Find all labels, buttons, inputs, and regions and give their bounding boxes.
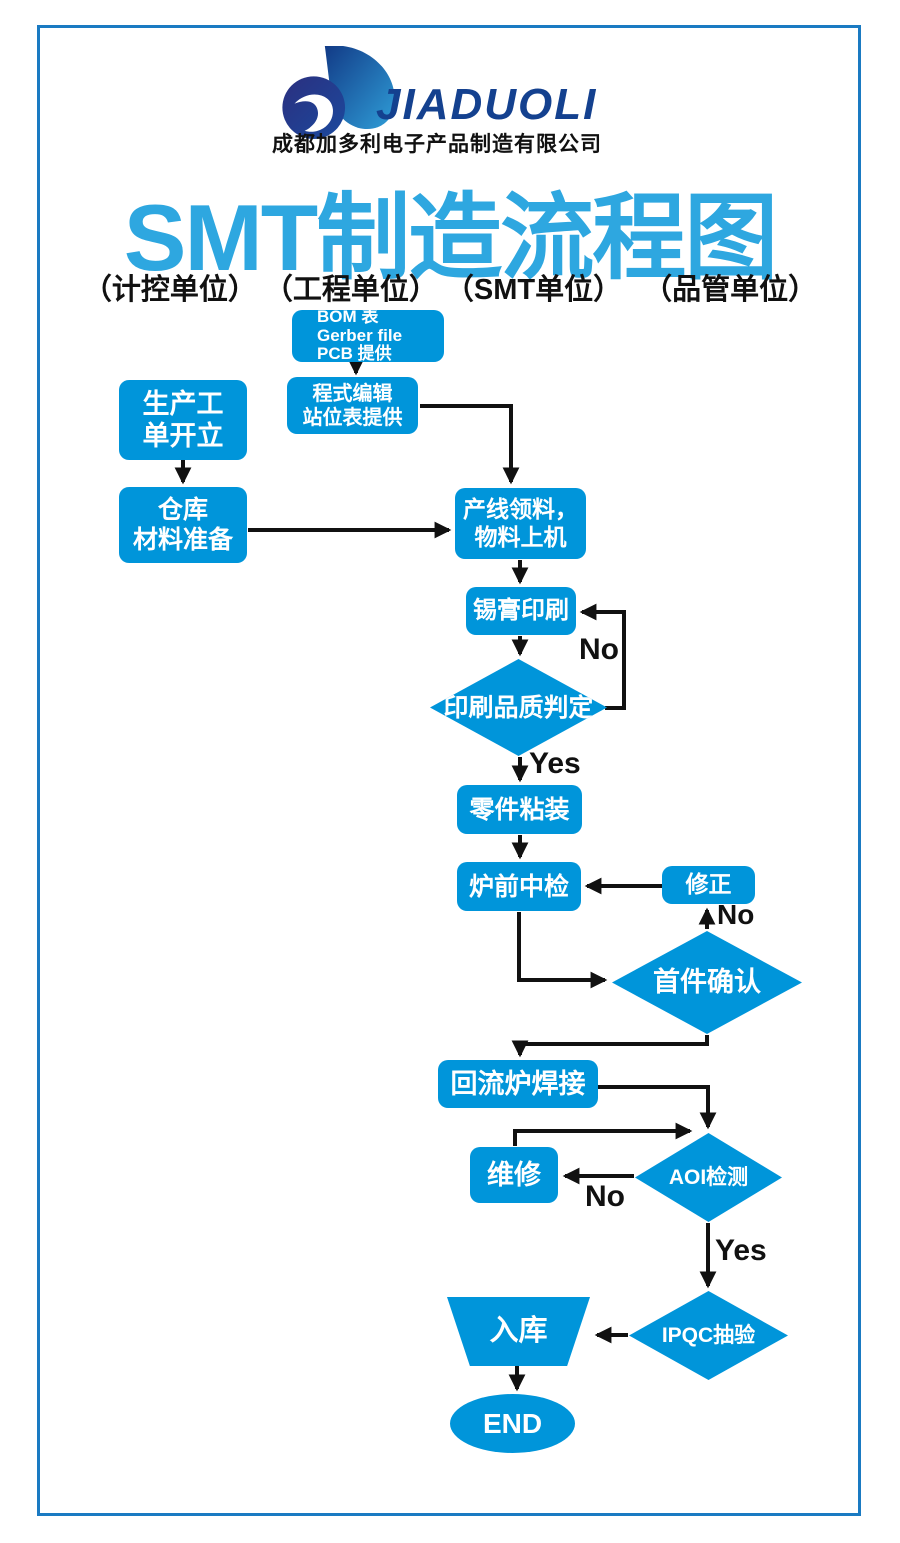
node-line: 程式编辑 — [312, 382, 393, 405]
node-line: 材料准备 — [132, 526, 233, 554]
edge-label-no-print: No — [579, 633, 619, 666]
node-line: 站位表提供 — [302, 406, 403, 429]
node-line: AOI检测 — [668, 1165, 749, 1189]
node-line: 零件粘装 — [469, 795, 570, 824]
brand-wordmark: JIADUOLI — [376, 80, 598, 129]
node-program-edit: 程式编辑 站位表提供 — [287, 377, 418, 434]
page-title: SMT制造流程图 — [123, 185, 778, 290]
node-line: 修正 — [685, 871, 732, 898]
jiaduoli-logo-icon — [282, 46, 395, 139]
unit-gongcheng: （工程单位） — [263, 274, 438, 306]
edge-label-no-aoi: No — [585, 1180, 625, 1213]
node-reflow-soldering: 回流炉焊接 — [438, 1060, 598, 1108]
node-line: 印刷品质判定 — [443, 693, 594, 722]
node-bom-input: BOM 表 Gerber file PCB 提供 — [292, 306, 444, 364]
node-line: 维修 — [487, 1159, 541, 1190]
node-line: 入库 — [489, 1315, 548, 1348]
unit-jikong: （计控单位） — [82, 274, 257, 306]
node-work-order: 生产工 单开立 — [119, 380, 247, 460]
node-solder-paste-print: 锡膏印刷 — [466, 587, 576, 635]
node-line: 首件确认 — [653, 967, 761, 998]
node-line: 生产工 — [142, 388, 224, 419]
edge-label-yes-aoi: Yes — [715, 1234, 767, 1267]
node-line-pick: 产线领料， 物料上机 — [455, 488, 586, 559]
node-component-placement: 零件粘装 — [457, 785, 582, 834]
node-line: 仓库 — [157, 496, 208, 524]
node-line: 回流炉焊接 — [450, 1068, 586, 1099]
company-name: 成都加多利电子产品制造有限公司 — [272, 133, 602, 156]
edge-label-yes-print: Yes — [529, 747, 581, 780]
unit-smt: （SMT单位） — [444, 274, 623, 306]
unit-legend: （计控单位） （工程单位） （SMT单位） （品管单位） — [0, 266, 900, 308]
node-line: 炉前中检 — [468, 872, 569, 901]
node-line: 锡膏印刷 — [473, 596, 569, 624]
node-pre-oven-inspection: 炉前中检 — [457, 862, 581, 911]
node-line: IPQC抽验 — [661, 1323, 756, 1347]
node-line: 单开立 — [142, 421, 224, 451]
edge-label-no-first: No — [717, 899, 755, 930]
node-warehouse-in: 入库 — [447, 1297, 590, 1366]
node-correction: 修正 — [662, 866, 755, 904]
unit-pinguan: （品管单位） — [643, 274, 818, 306]
node-line: 物料上机 — [474, 523, 567, 550]
node-line: BOM 表 — [317, 306, 379, 326]
node-line: 产线领料， — [463, 495, 578, 522]
node-line: END — [482, 1407, 543, 1439]
poster-border-frame — [37, 25, 861, 1516]
node-line: PCB 提供 — [317, 344, 392, 364]
node-line: Gerber file — [317, 325, 403, 345]
node-warehouse-prep: 仓库 材料准备 — [119, 487, 247, 563]
node-repair: 维修 — [470, 1147, 558, 1203]
node-end: END — [450, 1394, 575, 1453]
